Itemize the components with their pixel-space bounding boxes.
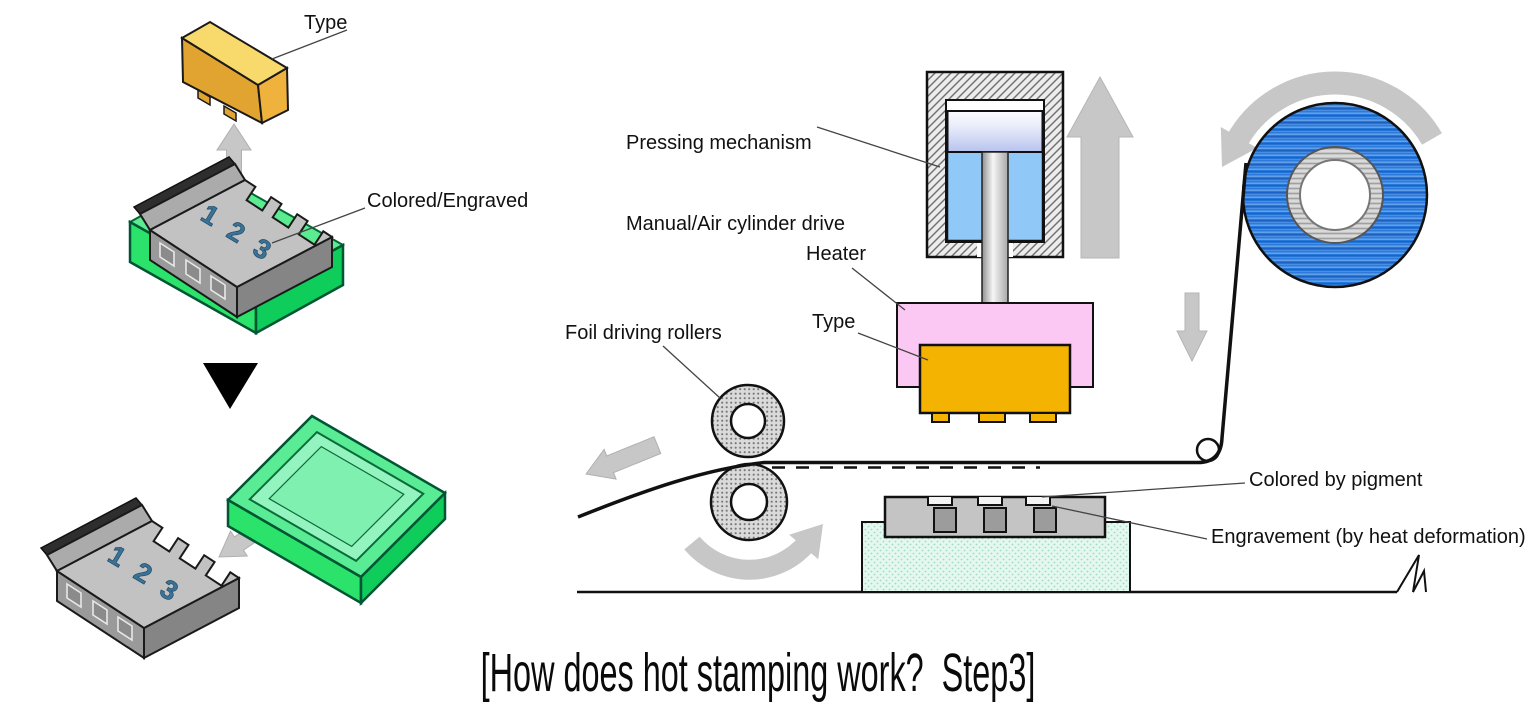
label-heater: Heater	[806, 243, 867, 265]
left-sequence	[40, 20, 448, 659]
foil-roll	[1220, 71, 1442, 289]
diagram-title: [How does hot stamping work? Step3]	[480, 643, 1036, 703]
down-arrow-icon	[1176, 292, 1208, 363]
engraved-notches	[927, 497, 1051, 506]
colored-engraved-mold-assembly	[127, 156, 346, 336]
type-block-3d	[180, 20, 290, 125]
foil-web	[577, 162, 1248, 519]
label-foil-driving-rollers: Foil driving rollers	[565, 322, 722, 344]
foil-exit-arrow-icon	[585, 436, 662, 480]
foil-roll-core	[1299, 159, 1371, 231]
press-up-arrow-icon	[1066, 75, 1134, 259]
empty-tray-3d	[225, 414, 448, 607]
step-arrow-icon	[203, 363, 258, 409]
label-pressing-mechanism-line2: Manual/Air cylinder drive	[626, 213, 845, 235]
insert-squares	[933, 507, 1057, 533]
roller-rotation-arrow-icon	[684, 524, 823, 580]
molded-part-3d	[40, 497, 240, 659]
piston-head	[946, 110, 1044, 153]
foil-driving-rollers	[585, 383, 823, 580]
label-pressing-mechanism-line1: Pressing mechanism	[626, 132, 812, 154]
leader-lines	[271, 29, 1246, 540]
label-type-press: Type	[812, 311, 856, 333]
piston-rod	[981, 151, 1009, 305]
label-pressing-mechanism: Pressing mechanism Manual/Air cylinder d…	[626, 76, 845, 265]
label-type-upper: Type	[304, 12, 348, 34]
label-engravement: Engravement (by heat deformation)	[1211, 526, 1526, 548]
workpiece	[861, 495, 1131, 593]
press-assembly	[896, 70, 1134, 423]
label-colored-engraved: Colored/Engraved	[367, 190, 529, 212]
foil-ribbon	[577, 162, 1248, 519]
label-colored-by-pigment: Colored by pigment	[1249, 469, 1423, 491]
type-block	[918, 343, 1072, 423]
roll-rotation-arrow-icon	[1220, 71, 1442, 167]
